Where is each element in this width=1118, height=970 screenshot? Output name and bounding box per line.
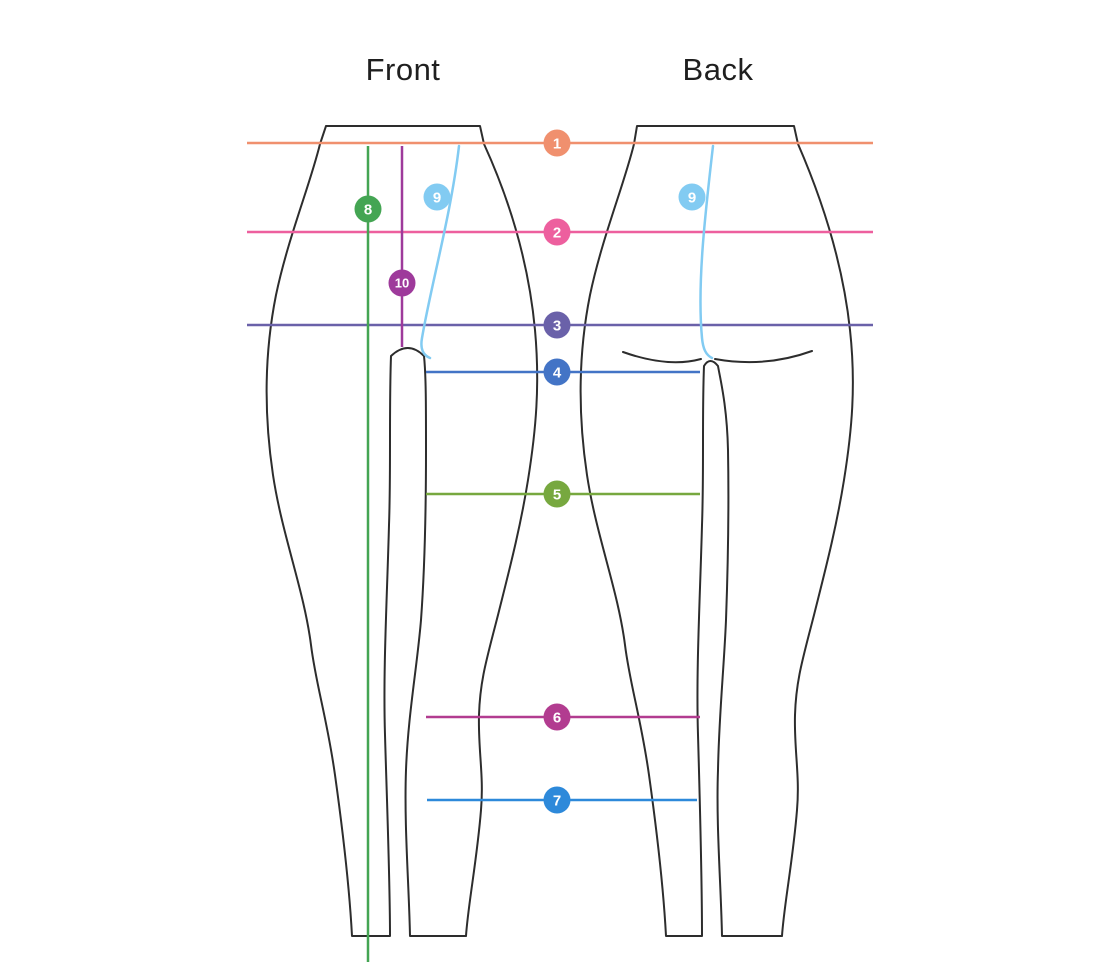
measurement-curves: [420, 144, 715, 360]
back-view-title: Back: [682, 52, 754, 87]
marker-8: 8: [354, 195, 382, 223]
marker-6: 6: [543, 703, 571, 731]
marker-10-label: 10: [395, 276, 409, 291]
marker-2-circle: [543, 218, 571, 246]
marker-1-label: 1: [553, 135, 561, 152]
marker-4-circle: [543, 358, 571, 386]
marker-4: 4: [543, 358, 571, 386]
curve-9-back: [699, 144, 715, 360]
marker-9-back: 9: [678, 183, 706, 211]
marker-3: 3: [543, 311, 571, 339]
marker-5: 5: [543, 480, 571, 508]
back-figure-outline: [579, 125, 854, 937]
marker-7: 7: [543, 786, 571, 814]
marker-9-front: 9: [423, 183, 451, 211]
marker-2: 2: [543, 218, 571, 246]
marker-5-label: 5: [553, 486, 561, 503]
marker-3-circle: [543, 311, 571, 339]
figure-outlines: [265, 125, 854, 937]
marker-6-label: 6: [553, 709, 561, 726]
front-figure-outline: [265, 125, 539, 937]
front-view-title: Front: [365, 52, 441, 87]
marker-3-label: 3: [553, 317, 561, 334]
marker-1-circle: [543, 129, 571, 157]
marker-5-circle: [543, 480, 571, 508]
marker-8-label: 8: [364, 201, 372, 218]
marker-9-front-label: 9: [433, 189, 441, 206]
measurement-lines: [247, 141, 873, 962]
marker-6-circle: [543, 703, 571, 731]
marker-10: 10: [388, 269, 416, 297]
marker-1: 1: [543, 129, 571, 157]
curve-9-front: [420, 144, 461, 360]
measurement-markers: 1 2 3 4 5 6 7 8 9 9 10: [354, 129, 706, 814]
back-right-crease: [714, 350, 813, 364]
marker-2-label: 2: [553, 224, 561, 241]
marker-4-label: 4: [553, 364, 562, 381]
marker-10-circle: [388, 269, 416, 297]
marker-9-front-circle: [423, 183, 451, 211]
marker-8-circle: [354, 195, 382, 223]
marker-9-back-circle: [678, 183, 706, 211]
marker-7-circle: [543, 786, 571, 814]
back-left-crease: [622, 351, 702, 364]
marker-7-label: 7: [553, 792, 561, 809]
marker-9-back-label: 9: [688, 189, 696, 206]
